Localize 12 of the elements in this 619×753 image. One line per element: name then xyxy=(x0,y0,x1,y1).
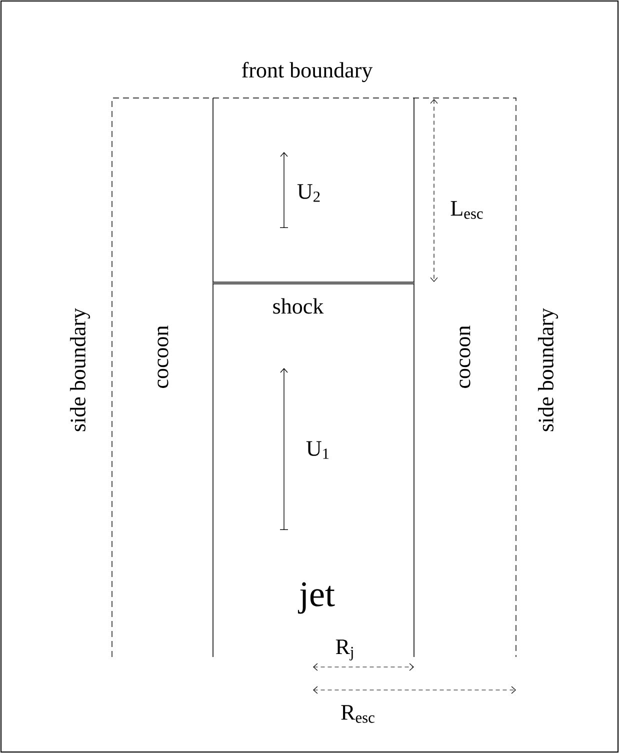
text-label: front boundary xyxy=(242,62,373,82)
text-label: R$_{j}$ xyxy=(336,640,353,660)
text-label: cocoon xyxy=(460,326,470,388)
text-label: L$_{esc}$ xyxy=(450,201,483,219)
text-label: cocoon xyxy=(158,326,168,388)
text-label: jet xyxy=(298,582,335,614)
text-label: side boundary xyxy=(70,308,90,432)
text-label: U$_{1}$ xyxy=(306,441,329,459)
text-label: R$_{esc}$ xyxy=(341,705,374,723)
text-label: shock xyxy=(273,298,324,314)
text-label: side boundary xyxy=(538,308,558,432)
text-label: U$_{2}$ xyxy=(297,184,320,202)
